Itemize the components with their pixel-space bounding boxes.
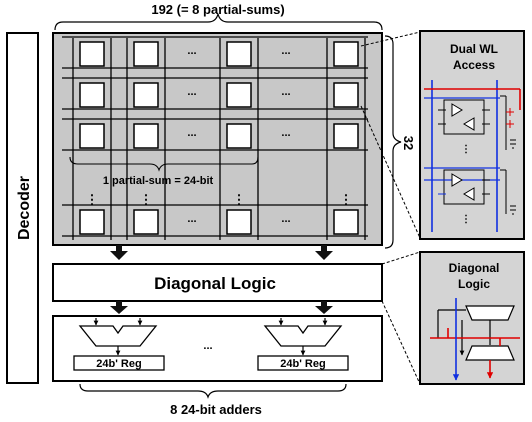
- bitcell: [79, 209, 105, 235]
- memory-array: ... ... ... ... ... ... ... ... ⋮ ⋮ ⋮ ⋮ …: [52, 32, 383, 246]
- register-label: 24b' Reg: [280, 358, 325, 370]
- bitcell-grid: [62, 36, 368, 240]
- sram-cell: [438, 95, 516, 150]
- register-box: [73, 355, 165, 371]
- column-ellipsis: ...: [187, 45, 196, 57]
- decoder-label: Decoder: [16, 176, 33, 240]
- down-arrow: [315, 301, 333, 314]
- partial-sum-brace: [69, 156, 259, 172]
- bitcell: [79, 82, 105, 108]
- bitcell: [133, 123, 159, 149]
- down-arrow: [110, 301, 128, 314]
- array-output-arrows: [110, 245, 333, 260]
- inset-title: Logic: [458, 277, 490, 291]
- top-brace-label: 192 (= 8 partial-sums): [151, 2, 284, 17]
- mux-top: [465, 305, 515, 321]
- row-ellipsis-group: ⋮ ⋮ ⋮ ⋮: [86, 192, 353, 207]
- bitcell: [79, 41, 105, 67]
- bottom-brace: [79, 383, 347, 399]
- bitcell: [133, 82, 159, 108]
- row-ellipsis: ⋮: [233, 192, 246, 207]
- rows-count-label: 32: [401, 136, 416, 150]
- register-label: 24b' Reg: [96, 358, 141, 370]
- row-ellipsis: ⋮: [340, 192, 353, 207]
- dual-wl-access-inset: Dual WL Access ⋮: [419, 30, 525, 240]
- bitcell: [133, 209, 159, 235]
- bitcell: [226, 82, 252, 108]
- column-ellipsis: ...: [187, 213, 196, 225]
- down-arrow: [110, 245, 128, 260]
- inset-title: Access: [453, 58, 495, 72]
- adders-ellipsis: ...: [203, 340, 212, 352]
- bitcell: [133, 41, 159, 67]
- register-box: [257, 355, 349, 371]
- diagonal-logic-label: Diagonal Logic: [154, 274, 276, 293]
- mux-bottom: [465, 345, 515, 361]
- column-ellipsis: ...: [281, 45, 290, 57]
- partial-sum-label: 1 partial-sum = 24-bit: [103, 175, 214, 187]
- column-ellipsis: ...: [281, 127, 290, 139]
- bitcell: [226, 41, 252, 67]
- column-ellipsis: ...: [281, 213, 290, 225]
- diagonal-output-arrows: [110, 301, 333, 314]
- bitcell: [226, 209, 252, 235]
- column-ellipsis: ...: [187, 86, 196, 98]
- adder-shape: [263, 325, 343, 347]
- down-arrow: [315, 245, 333, 260]
- cell-ellipsis: ⋮: [461, 214, 471, 225]
- adder-shape: [78, 325, 158, 347]
- diagonal-logic-inset: Diagonal Logic: [419, 251, 525, 385]
- callout-lines: [360, 31, 421, 385]
- decoder-block: [6, 32, 39, 384]
- row-ellipsis: ⋮: [140, 192, 153, 207]
- right-brace: [384, 35, 402, 249]
- cell-ellipsis: ⋮: [461, 144, 471, 155]
- column-ellipsis: ...: [187, 127, 196, 139]
- top-brace: [54, 13, 383, 31]
- adder-unit: 24b' Reg: [257, 318, 349, 371]
- bitcell: [333, 82, 359, 108]
- row-ellipsis: ⋮: [86, 192, 99, 207]
- column-ellipsis: ...: [281, 86, 290, 98]
- adders-count-label: 8 24-bit adders: [170, 402, 262, 417]
- bitcell: [226, 123, 252, 149]
- bitcell: [333, 41, 359, 67]
- bitcell: [333, 209, 359, 235]
- adder-unit: 24b' Reg: [73, 318, 165, 371]
- diagonal-logic-block: [52, 263, 383, 302]
- inset-title: Dual WL: [450, 42, 498, 56]
- inset-title: Diagonal: [449, 261, 500, 275]
- sram-cell: [438, 169, 516, 215]
- bitcell: [333, 123, 359, 149]
- column-ellipsis-group: ... ... ... ... ... ... ... ...: [187, 45, 290, 225]
- bitcell: [79, 123, 105, 149]
